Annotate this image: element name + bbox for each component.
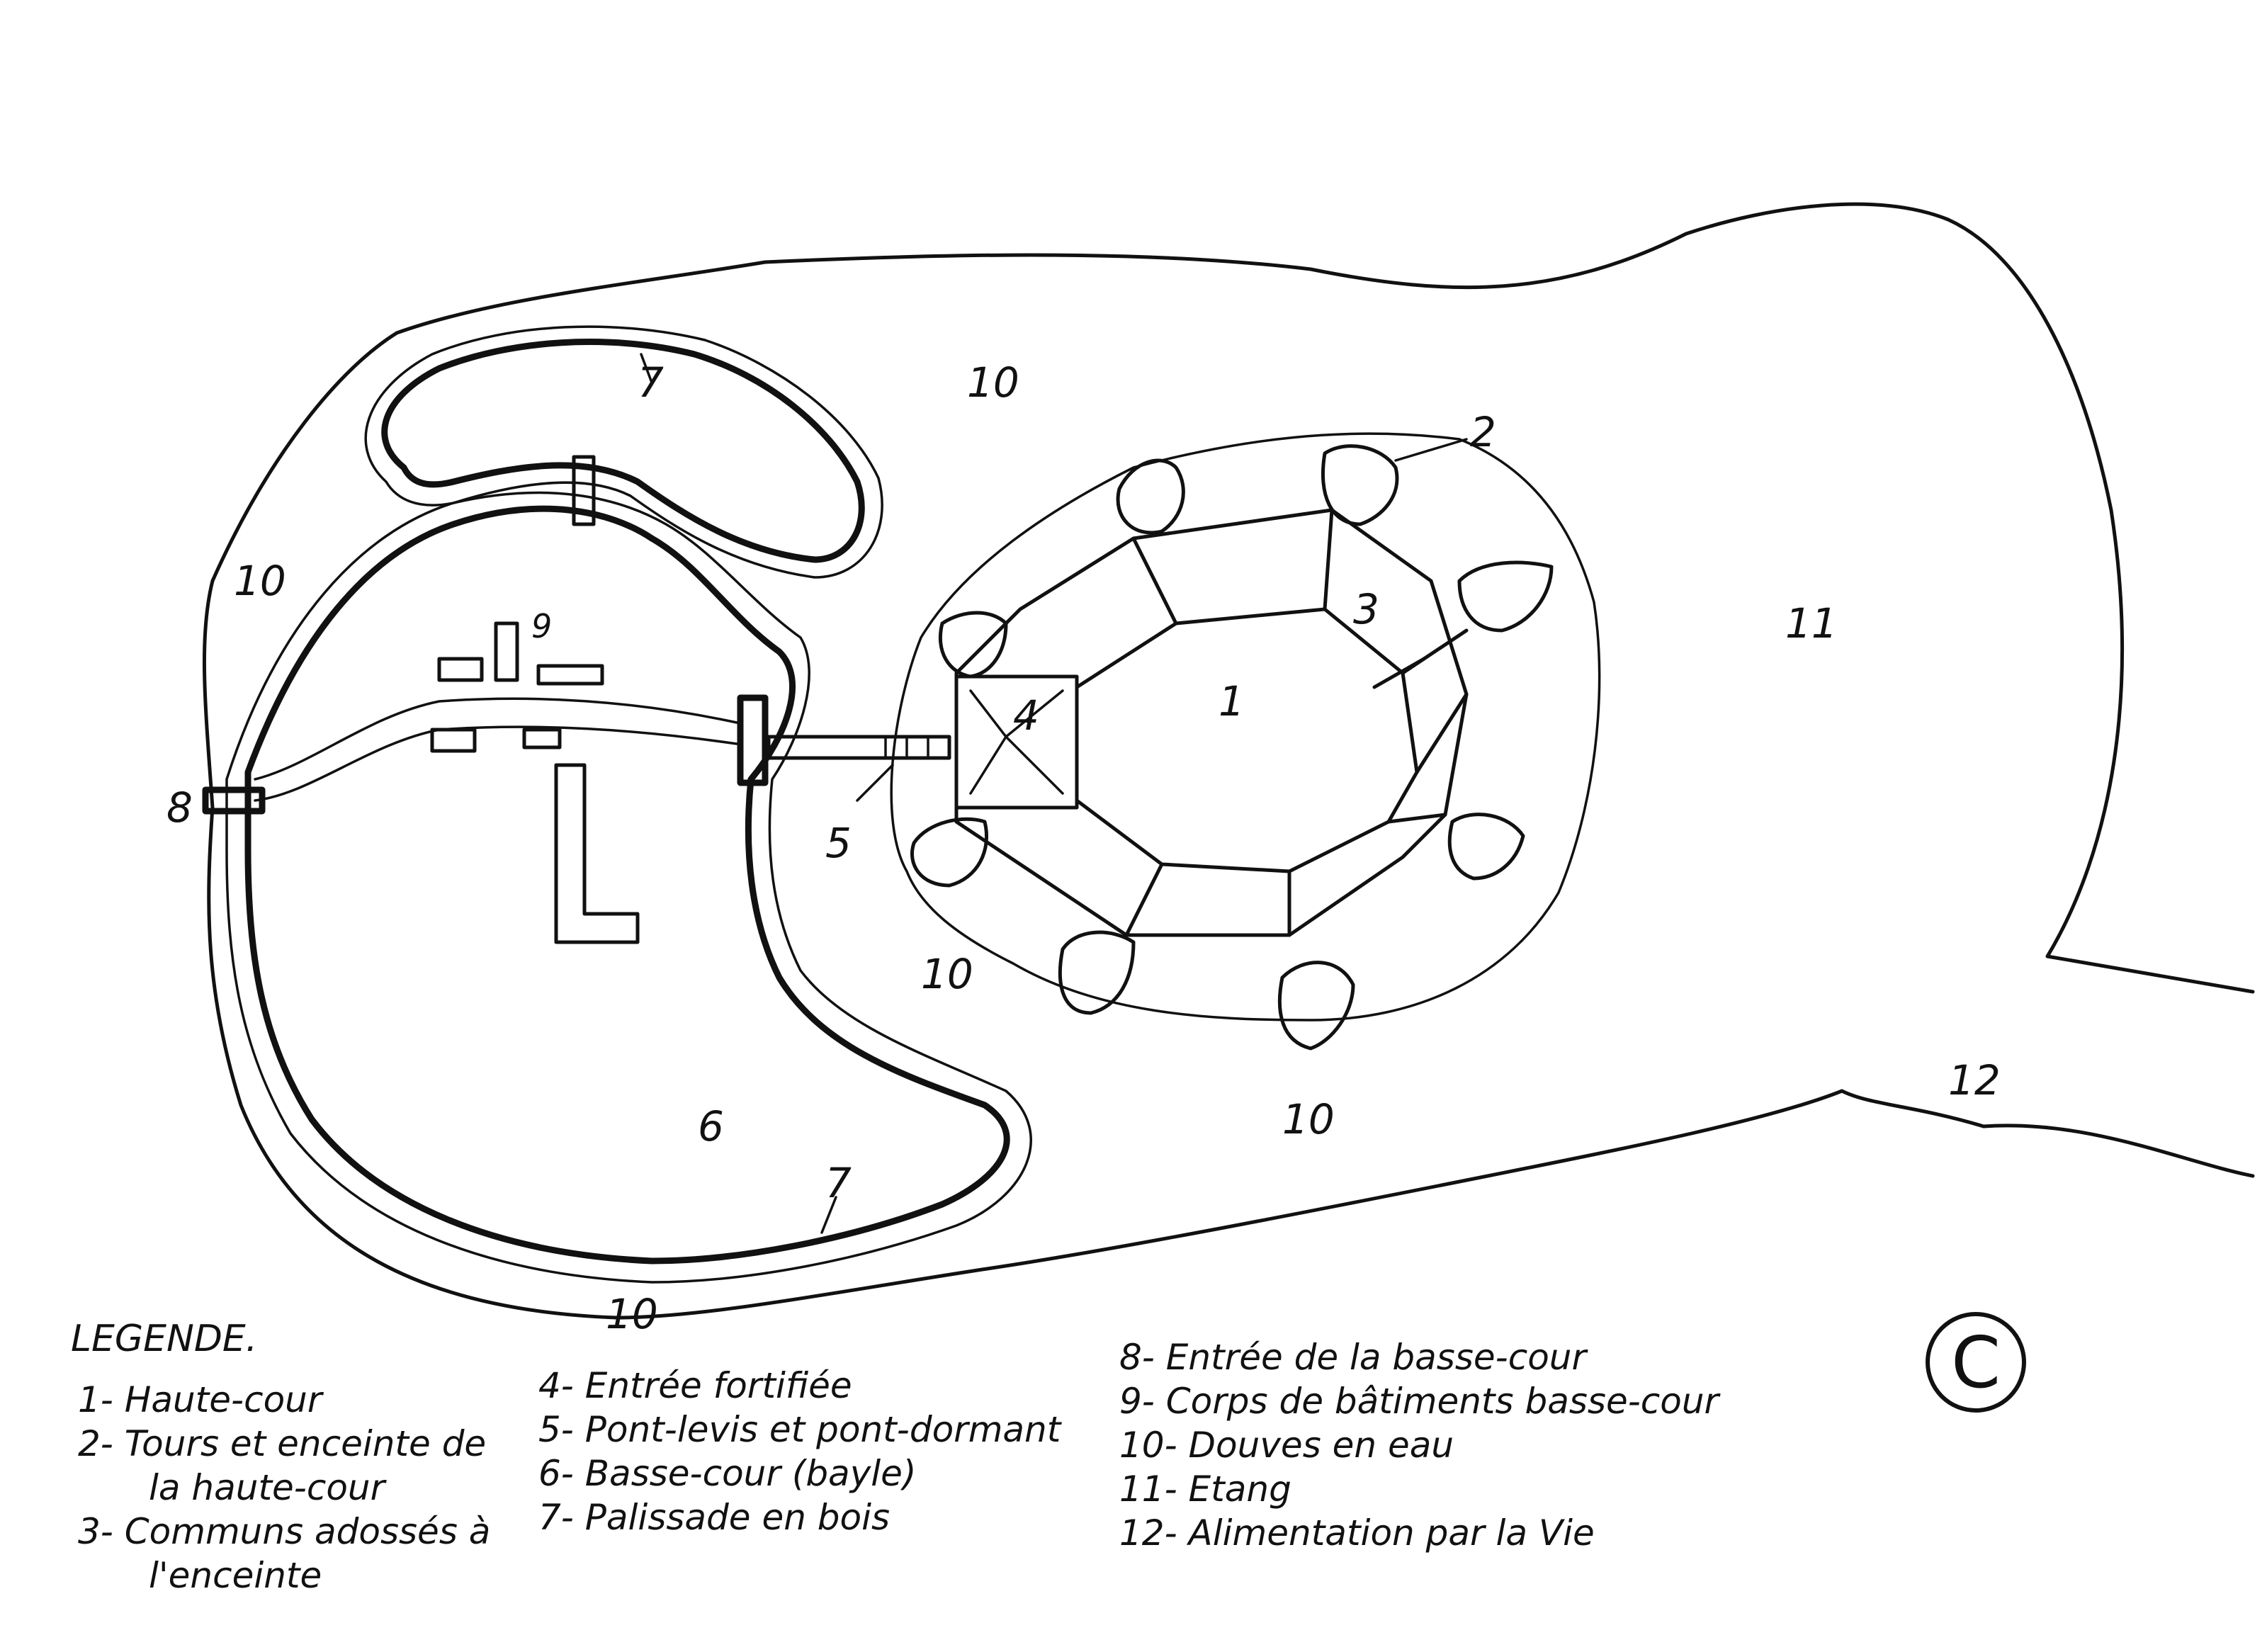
legend-item-5: 5- Pont-levis et pont-dormant [538,1409,1061,1450]
legend-item-6: 6- Basse-cour (bayle) [538,1453,917,1494]
label-4: 4 [1013,691,1039,740]
label-6: 6 [698,1102,724,1150]
label-10-center: 10 [921,950,973,998]
label-3: 3 [1353,585,1379,633]
fortified-entrance [954,674,1079,810]
label-11: 11 [1785,599,1838,647]
legend-item-3: 3- Communs adossés à [78,1511,491,1552]
label-8: 8 [166,783,193,832]
legend-item-1: 1- Haute-cour [78,1379,322,1420]
legend-title: LEGENDE. [71,1318,258,1360]
label-1: 1 [1219,677,1245,725]
legend-item-10: 10- Douves en eau [1119,1425,1454,1466]
label-7-north: 7 [638,358,664,407]
legend-item-12: 12- Alimentation par la Vie [1119,1512,1595,1554]
label-10-south-east: 10 [1282,1095,1335,1143]
legend-item-3-cont: l'enceinte [149,1555,322,1596]
legend-item-8: 8- Entrée de la basse-cour [1119,1337,1587,1378]
copyright-icon: C [1926,1312,2026,1413]
label-10-south: 10 [606,1290,658,1338]
leader-lines [640,353,1468,1234]
bailey-causeway [254,697,738,802]
label-2: 2 [1470,408,1496,456]
label-10-north: 10 [967,358,1019,407]
legend-column-3: 8- Entrée de la basse-cour 9- Corps de b… [1119,1335,1719,1555]
label-12: 12 [1948,1056,2001,1104]
label-9: 9 [531,607,552,645]
outer-moat-boundary [202,202,2255,1320]
label-10-west: 10 [234,557,286,605]
inner-moat [890,432,1601,1022]
drawbridge [767,735,951,760]
legend-item-11: 11- Etang [1119,1469,1291,1510]
towers [910,444,1554,1051]
legend-item-2: 2- Tours et enceinte de [78,1423,487,1464]
legend-item-9: 9- Corps de bâtiments basse-cour [1119,1381,1719,1422]
bailey-gates [202,455,769,815]
legend-column-2: 4- Entrée fortifiée 5- Pont-levis et pon… [538,1364,1061,1539]
label-5: 5 [825,819,852,867]
label-7-south: 7 [825,1159,852,1207]
legend-item-7: 7- Palissade en bois [538,1497,891,1538]
legend-column-1: 1- Haute-cour 2- Tours et enceinte de la… [78,1378,490,1597]
legend-item-2-cont: la haute-cour [149,1467,385,1508]
north-palisade [364,325,883,579]
bailey-buildings [430,621,640,944]
legend-item-4: 4- Entrée fortifiée [538,1365,852,1406]
bailey-palisade [225,491,1032,1284]
